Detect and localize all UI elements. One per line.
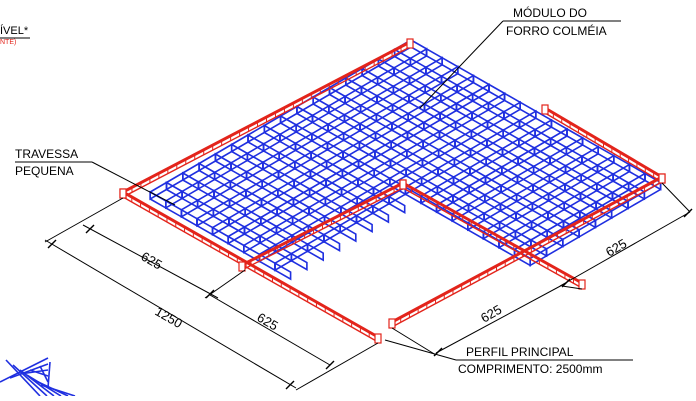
fragment-blade (39, 365, 49, 383)
extension-line (391, 327, 437, 356)
cross-tee-inner-end-left (238, 261, 246, 272)
grid-blade (530, 238, 548, 258)
grid-blade (339, 223, 357, 243)
module-label-line2: FORRO COLMÉIA (506, 23, 607, 38)
dimension-tick (285, 380, 295, 390)
main-profile-right (391, 175, 663, 324)
dimension-lines (44, 182, 693, 391)
dimension-tick (85, 224, 95, 234)
cross-tee-inner-right (402, 181, 583, 285)
grid-blade (274, 261, 292, 281)
grid-blade (562, 219, 580, 239)
dimension-tick (325, 360, 335, 370)
leader-cross (91, 161, 176, 206)
main-profile-back-left-end-right (406, 38, 414, 49)
grid-blade (355, 214, 373, 233)
main-profile-right-end-left (388, 318, 396, 329)
dimension-line-left-lower (209, 294, 331, 366)
grid-blade (388, 195, 406, 214)
cross-tee-inner-right-end-left (399, 179, 407, 190)
dimension-right-upper: 625 (603, 236, 629, 260)
honeycomb-grid-module (149, 38, 662, 281)
dimension-line-left-total (44, 239, 297, 389)
cross-tee-inner-right-flange (402, 187, 583, 289)
partial-grid-fragment (0, 357, 76, 397)
dimension-line-right-lower (435, 282, 567, 354)
note-sublabel-top-left: NTE) (0, 39, 16, 46)
main-profile-back-right-end-right (658, 173, 666, 184)
main-profile-label-line1: PERFIL PRINCIPAL (466, 345, 574, 359)
main-profile-front-end-right (374, 333, 382, 344)
main-profile-label-line2: COMPRIMENTO: 2500mm (458, 362, 602, 376)
extension-line (295, 342, 379, 391)
extension-line (661, 182, 691, 213)
main-profile-back-left-end-left (119, 188, 127, 199)
cross-tee-inner-right-end-right (578, 279, 586, 290)
dimension-line-right-upper (559, 211, 691, 287)
grid-blade (290, 252, 308, 271)
fragment-blade (0, 357, 49, 383)
extension-line (561, 285, 583, 290)
cross-tee-label-line1: TRAVESSA (15, 147, 78, 161)
grid-blade (306, 242, 325, 262)
grid-blade (371, 204, 390, 224)
dimension-left-total: 1250 (153, 304, 186, 331)
note-label-top-left: ÍVEL* (0, 24, 29, 37)
extension-line (204, 269, 246, 299)
grid-blade (578, 210, 597, 229)
dimension-line-left-upper (82, 224, 219, 299)
leader-lines (0, 20, 633, 361)
main-profile-frame (119, 38, 666, 344)
dimension-left-upper: 625 (139, 249, 165, 273)
dimension-left-lower: 625 (255, 310, 281, 334)
grid-blade (323, 233, 341, 252)
fragment-blade (9, 363, 49, 379)
main-profile-right-flange (391, 181, 663, 328)
fragment-blade (40, 384, 76, 397)
leader-module (419, 20, 504, 109)
dimension-tick (683, 208, 693, 218)
extension-line (44, 197, 124, 243)
cross-tee-label-line2: PEQUENA (15, 164, 74, 178)
main-profile-front-flange (122, 196, 379, 343)
leader-main (384, 339, 457, 361)
main-profile-back-right-end-left (541, 104, 549, 115)
dimension-tick (47, 239, 57, 249)
module-label-line1: MÓDULO DO (513, 5, 587, 20)
dimension-right-lower: 625 (478, 302, 504, 326)
fragment-blade (47, 361, 51, 389)
fragment-blade (5, 359, 41, 397)
fragment-blade (12, 364, 48, 397)
fragment-blade (19, 369, 55, 397)
